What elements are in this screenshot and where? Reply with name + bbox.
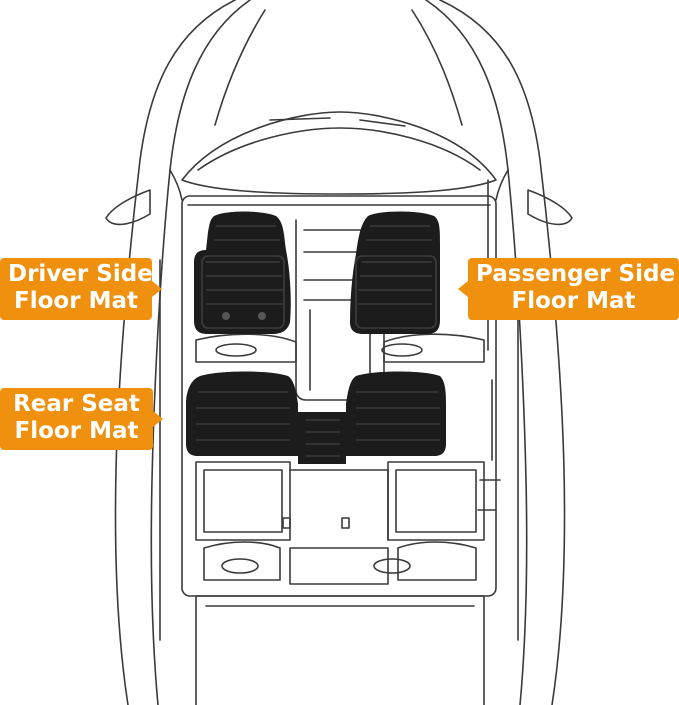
driver-front-mat bbox=[194, 211, 291, 334]
trunk bbox=[195, 595, 485, 705]
driver-side-floor-mat-label: Driver Side Floor Mat bbox=[0, 258, 162, 320]
rear-label-line1: Rear Seat bbox=[13, 391, 140, 417]
right-mirror bbox=[527, 189, 573, 226]
rear-seat bbox=[195, 461, 291, 541]
rear-seat-floor-mat-label: Rear Seat Floor Mat bbox=[0, 388, 163, 450]
driver-label-line1: Driver Side bbox=[8, 261, 153, 287]
rear-floor-mat bbox=[186, 371, 446, 464]
passenger-side-floor-mat-label: Passenger Side Floor Mat bbox=[458, 258, 679, 320]
passenger-front-mat bbox=[350, 211, 440, 334]
driver-label-line2: Floor Mat bbox=[14, 288, 138, 314]
passenger-label-line2: Floor Mat bbox=[511, 288, 636, 314]
rear-label-line2: Floor Mat bbox=[14, 418, 139, 444]
left-mirror bbox=[105, 189, 151, 226]
passenger-label-line1: Passenger Side bbox=[476, 261, 676, 287]
car-body-outline bbox=[114, 0, 236, 705]
